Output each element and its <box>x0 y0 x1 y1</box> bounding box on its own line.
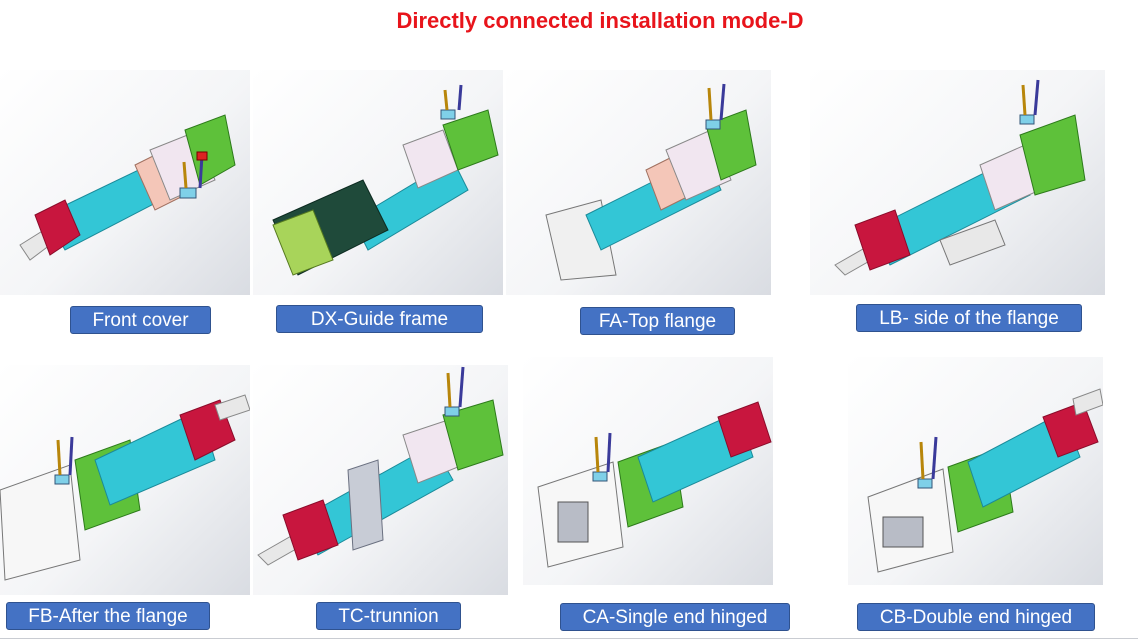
mode-image-cb-double-end-hinged <box>848 357 1103 585</box>
mode-image-fa-top-flange <box>506 70 771 295</box>
mode-image-dx-guide-frame <box>253 70 503 295</box>
page-title: Directly connected installation mode-D <box>396 8 804 33</box>
mode-image-front-cover <box>0 70 250 295</box>
mode-label-dx-guide-frame: DX-Guide frame <box>276 305 483 333</box>
mode-label-fa-top-flange: FA-Top flange <box>580 307 735 335</box>
mode-label-front-cover: Front cover <box>70 306 211 334</box>
mode-image-lb-side-flange <box>810 70 1105 295</box>
actuator-drawing <box>19 114 236 261</box>
divider <box>0 638 1138 639</box>
mode-label-ca-single-end-hinged: CA-Single end hinged <box>560 603 790 631</box>
mode-image-fb-after-flange <box>0 365 250 595</box>
mode-image-ca-single-end-hinged <box>523 357 773 585</box>
mode-image-tc-trunnion <box>253 365 508 595</box>
mode-label-fb-after-flange: FB-After the flange <box>6 602 210 630</box>
mode-label-lb-side-flange: LB- side of the flange <box>856 304 1082 332</box>
mode-label-cb-double-end-hinged: CB-Double end hinged <box>857 603 1095 631</box>
mode-label-tc-trunnion: TC-trunnion <box>316 602 461 630</box>
